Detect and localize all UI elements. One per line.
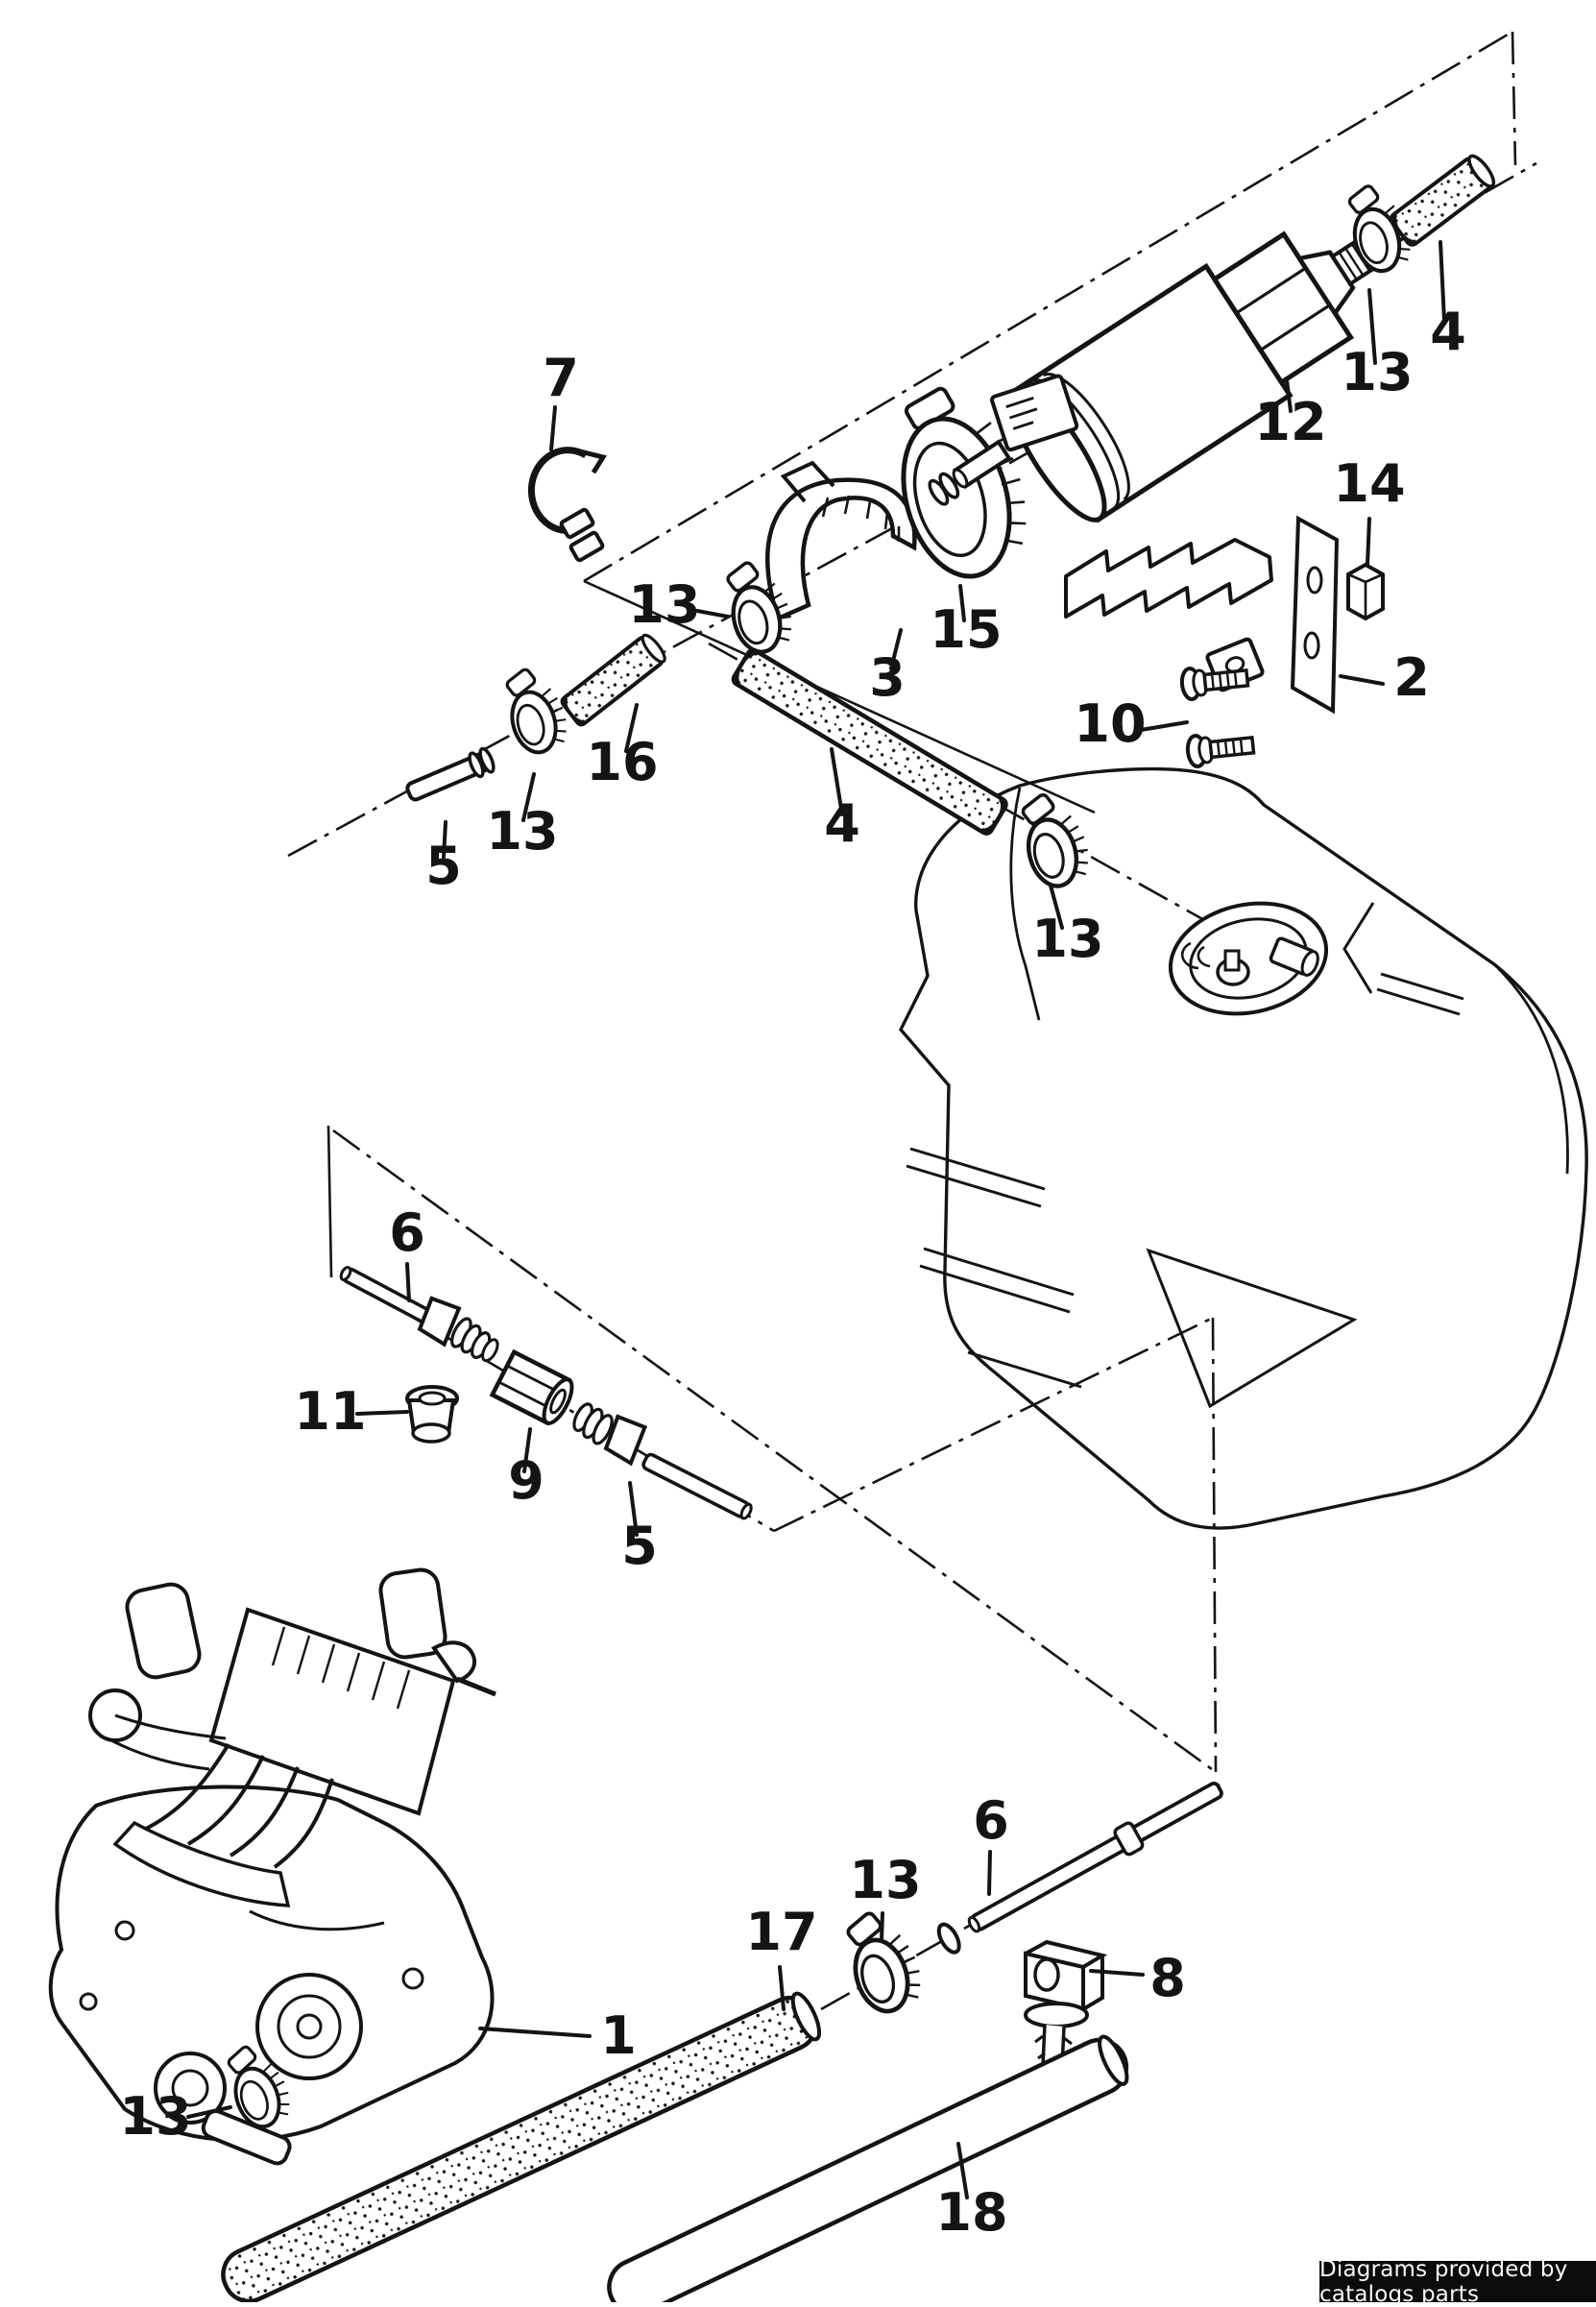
callout-1-19: 1 bbox=[600, 2005, 637, 2066]
callout-10-9: 10 bbox=[1074, 693, 1146, 754]
pipe-5-mid-drawing bbox=[641, 1452, 753, 1520]
callout-5-18: 5 bbox=[621, 1516, 658, 1576]
leader-line-8-24 bbox=[1089, 1969, 1145, 1977]
pump-connector-block bbox=[990, 374, 1079, 452]
callout-13-22: 13 bbox=[849, 1850, 921, 1910]
leader-line-4-13 bbox=[830, 747, 844, 816]
leader-line-6-15 bbox=[405, 1262, 411, 1302]
callout-16-10: 16 bbox=[586, 732, 658, 792]
leader-line-12-4 bbox=[1285, 378, 1293, 413]
fuel-sender-flange bbox=[1168, 901, 1329, 1016]
callout-11-16: 11 bbox=[294, 1381, 366, 1442]
leader-line-15-3 bbox=[958, 584, 966, 622]
leader-line-13-5 bbox=[1367, 288, 1377, 365]
leader-line-13-1 bbox=[695, 609, 730, 619]
leader-line-13-22 bbox=[880, 1911, 884, 1942]
leader-line-7-0 bbox=[549, 405, 557, 451]
leader-line-13-11 bbox=[521, 772, 536, 822]
bracket-2-drawing bbox=[1290, 515, 1340, 715]
hose-run-middle bbox=[405, 554, 1095, 892]
connector-9-drawing bbox=[489, 1348, 574, 1426]
callout-6-23: 6 bbox=[973, 1790, 1009, 1851]
callout-9-17: 9 bbox=[508, 1450, 544, 1511]
mount-strap-drawing bbox=[1064, 538, 1273, 619]
pipe-5-upper-drawing bbox=[405, 746, 496, 802]
watermark-badge: Diagrams provided by catalogs parts bbox=[1319, 2257, 1596, 2307]
pipe-6-bottom-drawing bbox=[936, 1781, 1223, 1955]
bottom-hose-group bbox=[218, 1781, 1223, 2302]
callout-2-8: 2 bbox=[1393, 647, 1430, 708]
hose-clamp-13-tank bbox=[1014, 786, 1095, 891]
pump-inlet-stub bbox=[928, 439, 1012, 506]
fuel-hose-4-top-drawing bbox=[1389, 154, 1496, 247]
leader-line-10-9 bbox=[1139, 720, 1189, 732]
callout-15-3: 15 bbox=[930, 599, 1002, 660]
hose-18-drawing bbox=[607, 2034, 1129, 2302]
leader-line-17-21 bbox=[778, 1965, 786, 2011]
leader-line-6-23 bbox=[987, 1850, 992, 1896]
leader-line-18-25 bbox=[956, 2142, 969, 2199]
callout-13-14: 13 bbox=[1031, 909, 1103, 969]
leader-line-3-2 bbox=[889, 628, 903, 670]
clip-7-drawing bbox=[527, 447, 607, 563]
callout-4-6: 4 bbox=[1430, 302, 1466, 362]
leader-line-4-6 bbox=[1439, 240, 1446, 323]
hose-4-middle-drawing bbox=[731, 647, 1008, 836]
union-fitting-a bbox=[417, 1296, 499, 1363]
callout-8-24: 8 bbox=[1149, 1948, 1186, 2008]
leader-line-9-17 bbox=[522, 1427, 532, 1473]
callout-12-4: 12 bbox=[1254, 392, 1326, 452]
leader-line-11-16 bbox=[355, 1410, 409, 1416]
leader-line-13-20 bbox=[186, 2105, 232, 2119]
hose-16-drawing bbox=[560, 633, 666, 727]
callout-5-12: 5 bbox=[425, 836, 462, 896]
callout-14-7: 14 bbox=[1333, 453, 1405, 514]
callout-17-21: 17 bbox=[745, 1902, 817, 1962]
nut-11-drawing bbox=[405, 1385, 459, 1444]
leader-line-2-8 bbox=[1339, 674, 1385, 686]
callout-13-20: 13 bbox=[119, 2086, 191, 2147]
hose-clamp-13-left bbox=[499, 661, 573, 757]
callout-18-25: 18 bbox=[935, 2182, 1007, 2243]
fuel-tank-drawing bbox=[898, 766, 1588, 1530]
pump-assembly bbox=[527, 154, 1496, 769]
leader-line-14-7 bbox=[1366, 517, 1371, 567]
callout-13-1: 13 bbox=[628, 574, 700, 635]
union-fitting-b bbox=[572, 1402, 648, 1467]
construction-lines bbox=[287, 30, 1537, 2011]
leader-line-5-12 bbox=[442, 820, 447, 859]
fuel-pump-12-drawing bbox=[928, 231, 1383, 523]
callout-3-2: 3 bbox=[869, 647, 906, 708]
screw-10-b bbox=[1184, 727, 1257, 769]
union-pipe-group bbox=[339, 1266, 753, 1520]
hose-17-drawing bbox=[221, 1991, 822, 2302]
pipe-6-mid-drawing bbox=[339, 1266, 431, 1323]
leader-line-5-18 bbox=[628, 1481, 639, 1537]
callout-13-5: 13 bbox=[1341, 342, 1413, 402]
nut-14-drawing bbox=[1346, 562, 1385, 621]
bracket-3-drawing bbox=[765, 460, 917, 622]
callout-4-13: 4 bbox=[824, 793, 860, 854]
callout-7-0: 7 bbox=[543, 348, 579, 408]
leader-line-13-14 bbox=[1049, 884, 1064, 930]
leader-line-1-19 bbox=[478, 2027, 592, 2038]
engine-1-drawing bbox=[48, 1567, 496, 2166]
callout-13-11: 13 bbox=[486, 801, 558, 862]
leader-line-16-10 bbox=[624, 703, 639, 753]
callout-6-15: 6 bbox=[389, 1202, 425, 1263]
